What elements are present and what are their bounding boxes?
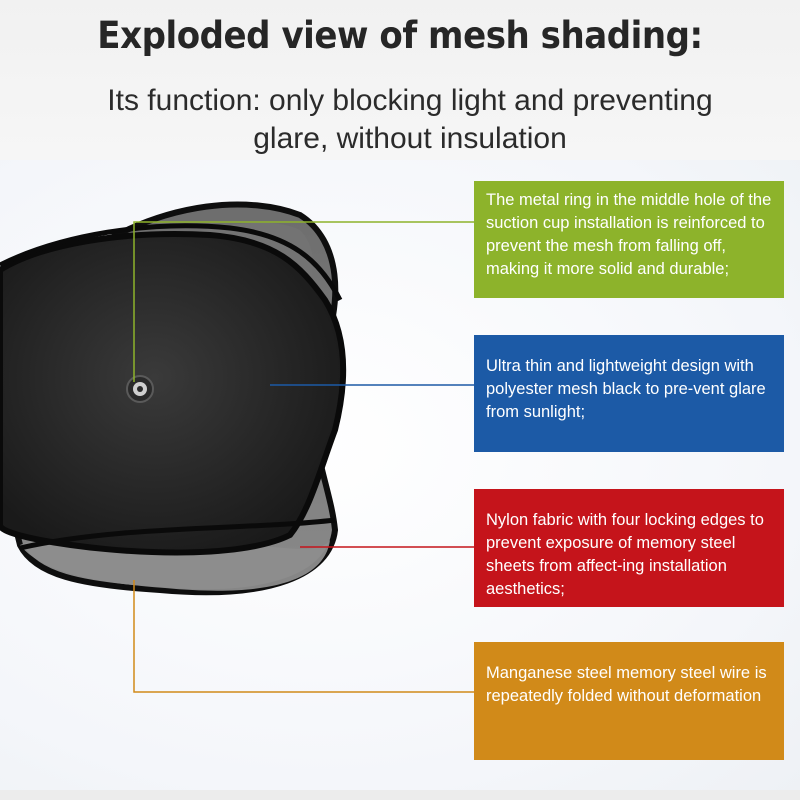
callout-steel-wire: Manganese steel memory steel wire is rep… (474, 642, 784, 760)
front-frame-edge (0, 223, 343, 302)
subtitle-line-2: glare, without insulation (253, 122, 567, 155)
subtitle-line-1: Its function: only blocking light and pr… (107, 84, 713, 117)
front-mesh-layer (0, 231, 347, 556)
leader-line-orange (133, 580, 474, 693)
suction-cup-icon (126, 375, 154, 403)
page-title: Exploded view of mesh shading: (97, 14, 703, 57)
header-band (0, 0, 800, 160)
bottom-strip (0, 790, 800, 800)
callout-nylon-edges: Nylon fabric with four locking edges to … (474, 489, 784, 607)
callout-metal-ring: The metal ring in the middle hole of the… (474, 181, 784, 298)
callout-polyester-mesh: Ultra thin and lightweight design with p… (474, 335, 784, 452)
page-subtitle: Its function: only blocking light and pr… (20, 82, 800, 158)
leader-line-green (133, 221, 474, 382)
lower-frame-edge (19, 517, 336, 551)
